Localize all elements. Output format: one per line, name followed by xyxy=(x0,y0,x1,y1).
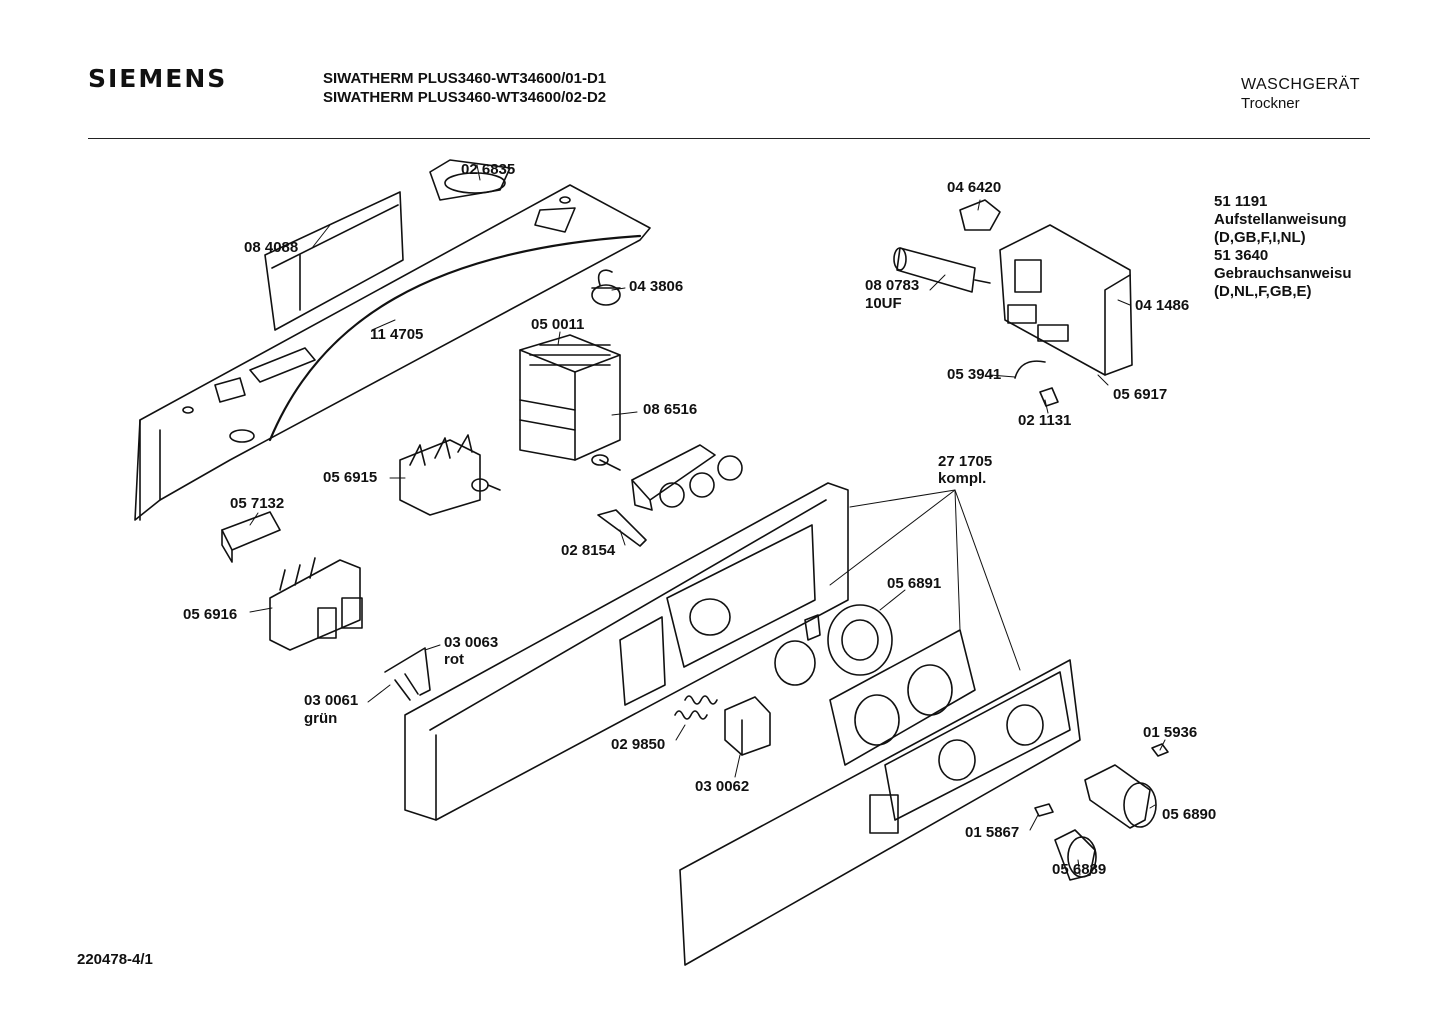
brand-logo: SIEMENS xyxy=(88,64,228,93)
switch-block xyxy=(269,557,363,651)
callout-030062: 03 0062 xyxy=(695,778,750,795)
callout-043806: 04 3806 xyxy=(629,278,684,295)
callout-056915: 05 6915 xyxy=(323,469,378,486)
doc-2-part-number: 51 3640 xyxy=(1214,247,1269,264)
callout-026835: 02 6835 xyxy=(461,161,516,178)
callout-084088: 08 4088 xyxy=(244,239,299,256)
front-trim-panel xyxy=(679,659,1081,966)
callout-030063: 03 0063 xyxy=(444,634,499,651)
gear-assembly xyxy=(631,444,743,511)
doc-1-title: Aufstellanweisung xyxy=(1214,211,1347,228)
callout-030063-note: rot xyxy=(444,651,464,668)
terminal-block xyxy=(221,511,281,563)
pushbuttons xyxy=(724,696,771,756)
callout-056889: 05 6889 xyxy=(1052,861,1107,878)
callout-080783-note: 10UF xyxy=(865,295,902,312)
callout-086516: 08 6516 xyxy=(643,401,698,418)
knob-bezel xyxy=(774,604,893,686)
doc-2-title: Gebrauchsanweisu xyxy=(1214,265,1352,282)
rotary-switch xyxy=(399,434,501,516)
header-divider xyxy=(88,138,1370,139)
control-panel-frame xyxy=(404,482,849,821)
category-label: WASCHGERÄT xyxy=(1241,76,1361,93)
program-selector-unit xyxy=(519,334,621,471)
callout-041486: 04 1486 xyxy=(1135,297,1190,314)
spring-clips xyxy=(384,647,431,701)
subcategory-label: Trockner xyxy=(1241,95,1300,112)
callout-056917: 05 6917 xyxy=(1113,386,1168,403)
callout-050011: 05 0011 xyxy=(531,316,585,333)
model-line-2: SIWATHERM PLUS3460-WT34600/02-D2 xyxy=(323,89,607,106)
control-knobs xyxy=(1054,764,1157,881)
callout-021131: 02 1131 xyxy=(1018,412,1072,429)
doc-1-part-number: 51 1191 xyxy=(1214,193,1268,210)
callout-080783: 08 0783 xyxy=(865,277,920,294)
dial-panel xyxy=(829,629,976,766)
callout-030061: 03 0061 xyxy=(304,692,359,709)
callout-056891: 05 6891 xyxy=(887,575,942,592)
screw-and-lamp xyxy=(1034,743,1169,817)
callout-015867: 01 5867 xyxy=(965,824,1020,841)
callout-030061-note: grün xyxy=(304,710,338,727)
model-line-1: SIWATHERM PLUS3460-WT34600/01-D1 xyxy=(323,70,607,87)
callout-028154: 02 8154 xyxy=(561,542,616,559)
connector xyxy=(959,199,1001,231)
document-number: 220478-4/1 xyxy=(77,951,153,968)
capacitor xyxy=(893,247,991,293)
rear-bracket xyxy=(264,191,404,331)
callout-114705: 11 4705 xyxy=(370,326,424,343)
callout-029850: 02 9850 xyxy=(611,736,666,753)
callout-271705: 27 1705 xyxy=(938,453,993,470)
callout-015936: 01 5936 xyxy=(1143,724,1198,741)
doc-2-languages: (D,NL,F,GB,E) xyxy=(1214,283,1312,300)
control-pcb xyxy=(999,224,1133,376)
leader-lines xyxy=(249,164,1166,876)
top-cover-plate xyxy=(134,159,651,521)
springs xyxy=(674,695,718,720)
timer-motor xyxy=(591,269,621,306)
callout-056890: 05 6890 xyxy=(1162,806,1217,823)
callout-271705-note: kompl. xyxy=(938,470,987,487)
doc-1-languages: (D,GB,F,I,NL) xyxy=(1214,229,1306,246)
callout-057132: 05 7132 xyxy=(230,495,285,512)
callout-046420: 04 6420 xyxy=(947,179,1002,196)
cable-and-plug xyxy=(1014,360,1059,407)
callout-056916: 05 6916 xyxy=(183,606,238,623)
coupling-piece xyxy=(597,509,647,547)
callout-053941: 05 3941 xyxy=(947,366,1002,383)
